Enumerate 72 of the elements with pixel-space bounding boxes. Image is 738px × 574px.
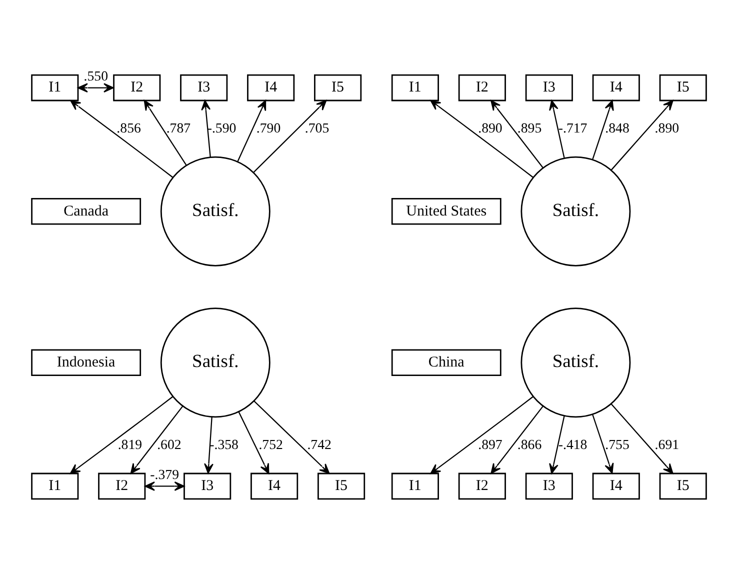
arrow xyxy=(490,100,544,168)
node-circle: Satisf. xyxy=(520,156,631,266)
edge-label: .742 xyxy=(307,436,332,452)
edge-label: .602 xyxy=(157,436,182,452)
arrow xyxy=(78,83,114,93)
arrow xyxy=(237,100,266,162)
arrow xyxy=(490,406,544,474)
arrow xyxy=(592,100,614,160)
node-circle: Satisf. xyxy=(160,308,270,418)
edge-label: .790 xyxy=(256,120,281,136)
node-box: I2 xyxy=(458,472,506,500)
node-box: Indonesia xyxy=(31,349,142,376)
node-box: I5 xyxy=(659,74,707,102)
edge-label: -.590 xyxy=(207,120,236,136)
node-box: I2 xyxy=(458,74,506,102)
arrow xyxy=(144,100,187,166)
node-box: United States xyxy=(391,198,502,225)
node-box: I5 xyxy=(318,472,366,500)
edge-label: .550 xyxy=(84,68,108,84)
node-circle: Satisf. xyxy=(160,156,270,266)
node-box: I4 xyxy=(247,74,295,102)
node-box: I2 xyxy=(98,472,146,500)
arrow xyxy=(253,100,327,173)
arrow xyxy=(204,416,214,474)
edge-label: -.717 xyxy=(558,120,588,136)
edge-label: .848 xyxy=(605,120,630,136)
edge-label: .890 xyxy=(478,120,502,136)
node-box: Canada xyxy=(31,198,142,225)
arrow xyxy=(549,416,565,474)
arrow xyxy=(430,396,534,474)
edge-label: .752 xyxy=(258,436,283,452)
arrow xyxy=(238,411,270,474)
arrow xyxy=(254,400,330,474)
arrow xyxy=(130,406,184,474)
edge-label: .866 xyxy=(517,436,542,452)
node-box: I3 xyxy=(180,74,228,102)
edge-label: .705 xyxy=(304,120,330,136)
edge-label: -.418 xyxy=(558,436,588,452)
edge-label: .897 xyxy=(478,436,502,452)
edge-label: .787 xyxy=(166,120,191,136)
node-box: I5 xyxy=(314,74,362,102)
edge-label: .856 xyxy=(116,120,141,136)
node-box: I1 xyxy=(31,472,79,500)
arrow xyxy=(144,481,185,491)
arrow xyxy=(610,100,674,170)
arrow xyxy=(549,100,565,158)
node-box: I3 xyxy=(525,74,573,102)
node-box: I3 xyxy=(184,472,232,500)
arrow xyxy=(201,100,211,158)
edge-label: .819 xyxy=(118,436,142,452)
edge-label: .890 xyxy=(654,120,680,136)
node-box: I1 xyxy=(391,472,439,500)
node-box: I4 xyxy=(250,472,298,500)
node-box: I1 xyxy=(391,74,439,102)
arrow xyxy=(430,100,534,178)
node-box: I3 xyxy=(525,472,573,500)
arrow xyxy=(70,100,173,178)
node-circle: Satisf. xyxy=(520,308,631,418)
edge-label: -.358 xyxy=(210,436,238,452)
node-box: I1 xyxy=(31,74,79,102)
arrow xyxy=(70,396,173,474)
node-box: I2 xyxy=(113,74,161,102)
node-box: I4 xyxy=(592,74,640,102)
arrow xyxy=(592,414,614,474)
arrow xyxy=(610,403,674,474)
node-box: I4 xyxy=(592,472,640,500)
edge-label: -.379 xyxy=(150,466,180,482)
edge-label: .755 xyxy=(605,436,630,452)
edge-label: .691 xyxy=(654,436,680,452)
edge-label: .895 xyxy=(517,120,542,136)
node-box: China xyxy=(391,349,502,376)
node-box: I5 xyxy=(659,472,707,500)
